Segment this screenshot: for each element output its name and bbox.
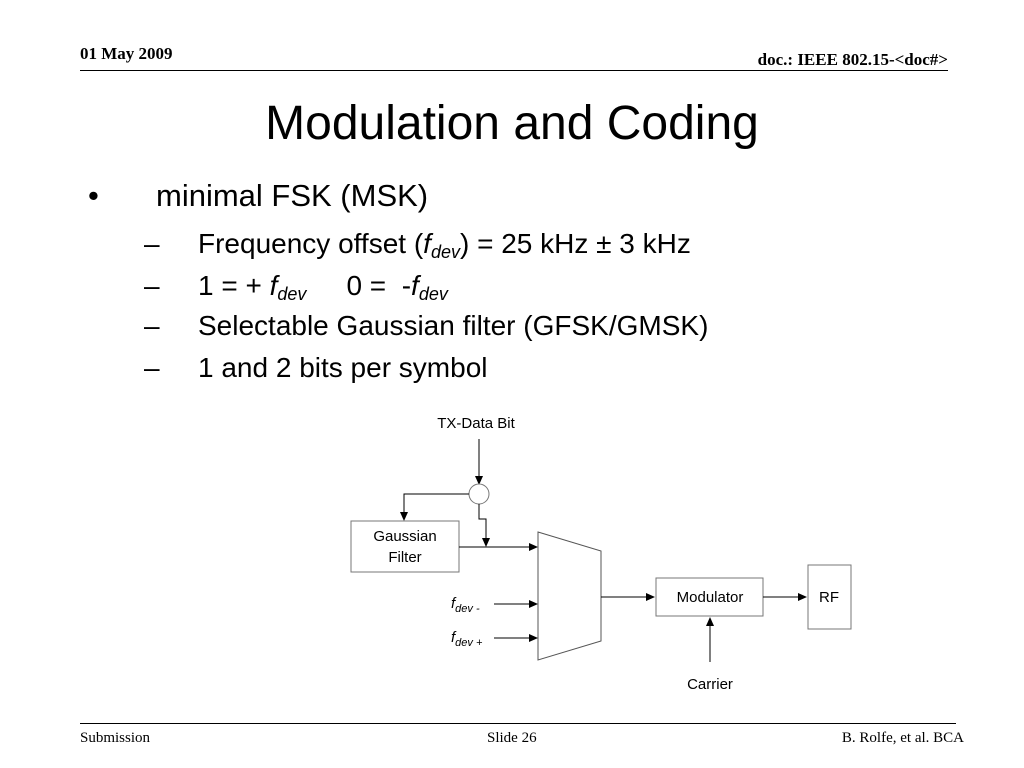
header-date: 01 May 2009 xyxy=(80,44,173,63)
rf-label: RF xyxy=(819,589,839,606)
header-divider xyxy=(80,70,948,71)
footer-slide-number: Slide 26 xyxy=(487,730,537,746)
modulator-label: Modulator xyxy=(677,589,744,606)
rf-block xyxy=(807,564,852,630)
fdev-plus-label: fdev + xyxy=(451,629,483,649)
slide-title: Modulation and Coding xyxy=(265,97,759,150)
dev-subscript: dev xyxy=(277,284,307,304)
text-segment: 1 = + xyxy=(198,270,262,301)
text-segment: ) = 25 kHz ± 3 kHz xyxy=(459,228,691,259)
tx-data-bit-label: TX-Data Bit xyxy=(437,415,515,432)
sub-bullet-text: Selectable Gaussian filter (GFSK/GMSK) xyxy=(198,310,709,341)
bypass-arrow xyxy=(478,504,490,547)
f-symbol: f xyxy=(411,270,419,301)
dash-mark: – xyxy=(144,270,160,301)
sub-bullet-text: 1 and 2 bits per symbol xyxy=(198,352,488,383)
bullet-main-text: minimal FSK (MSK) xyxy=(156,178,429,213)
dash-mark: – xyxy=(144,352,160,383)
footer-submission: Submission xyxy=(80,730,151,746)
dev-subscript: dev xyxy=(430,242,460,262)
dash-mark: – xyxy=(144,310,160,341)
bullet-mark: • xyxy=(88,178,99,213)
f-symbol: f xyxy=(423,228,431,259)
text-segment: - xyxy=(401,270,412,301)
fdev-minus-label: fdev - xyxy=(451,595,480,615)
split-node xyxy=(468,483,490,505)
carrier-label: Carrier xyxy=(687,676,733,693)
f-symbol: f xyxy=(269,270,278,301)
to-gaussian-arrow xyxy=(400,493,469,521)
text-segment: 0 = xyxy=(346,270,387,301)
footer-authors: B. Rolfe, et al. BCA xyxy=(841,730,964,746)
dash-mark: – xyxy=(144,228,160,259)
footer-divider xyxy=(80,723,956,724)
gaussian-filter-label-line2: Filter xyxy=(388,549,421,566)
text-segment: Frequency offset ( xyxy=(198,228,424,259)
gaussian-filter-label-line1: Gaussian xyxy=(373,528,436,545)
multiplexer-block xyxy=(537,531,602,661)
sub-bullet-text: Frequency offset (fdev) = 25 kHz ± 3 kHz xyxy=(198,228,691,263)
dev-subscript: dev xyxy=(418,284,448,304)
header-doc-id: doc.: IEEE 802.15-<doc#> xyxy=(757,50,948,69)
